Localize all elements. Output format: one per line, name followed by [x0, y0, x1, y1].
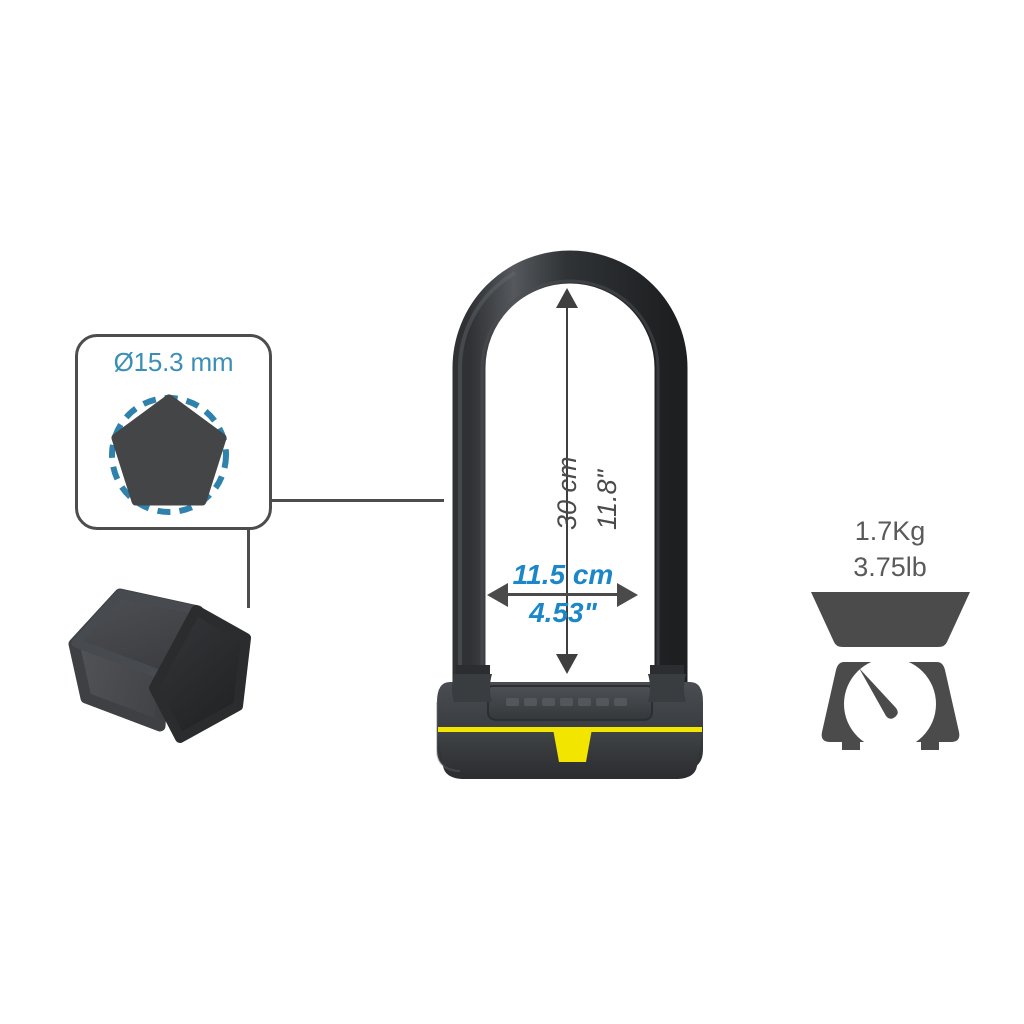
- weight-spec-block: 1.7Kg 3.75lb: [790, 510, 990, 760]
- pentagon-cross-section-icon: [105, 389, 233, 517]
- height-label-in: 11.8": [592, 469, 622, 530]
- callout-leader-vertical: [247, 530, 250, 608]
- weight-label-kg: 1.7Kg: [854, 516, 926, 546]
- width-label-in: 4.53": [529, 597, 597, 628]
- kitchen-scale-icon: [808, 586, 973, 754]
- width-arrow-right-icon: [617, 583, 638, 607]
- weight-label-lb: 3.75lb: [853, 552, 927, 582]
- height-label-cm: 30 cm: [552, 456, 582, 530]
- height-arrow-down-icon: [556, 654, 578, 674]
- width-dimension-line: [497, 593, 631, 596]
- width-arrow-left-icon: [487, 583, 508, 607]
- callout-leader-horizontal: [272, 499, 444, 502]
- callout-diameter-label: Ø15.3 mm: [113, 347, 234, 377]
- height-arrow-up-icon: [556, 288, 578, 308]
- height-dimension-line: [566, 296, 568, 668]
- shackle-diameter-callout: Ø15.3 mm: [75, 334, 272, 530]
- width-label-cm: 11.5 cm: [512, 559, 614, 590]
- u-lock-product: [420, 250, 720, 790]
- shackle-cross-section-3d: [68, 586, 268, 758]
